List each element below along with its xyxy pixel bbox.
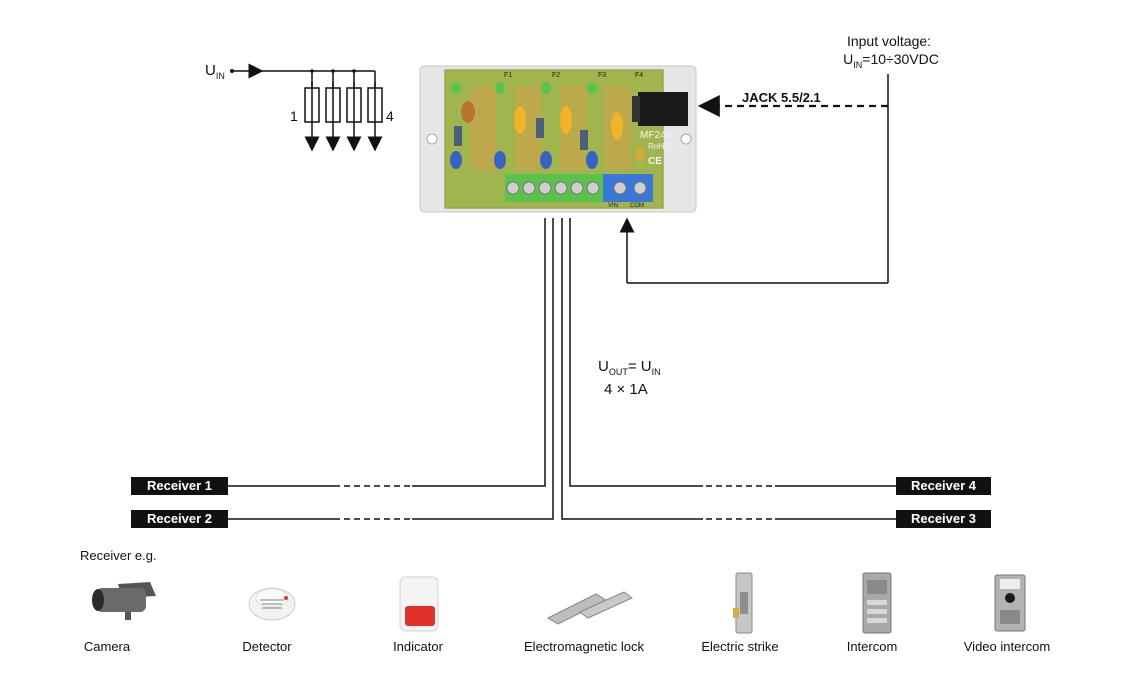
fuse-first-label: 1 <box>290 108 298 124</box>
receiver-3-label: Receiver 3 <box>896 510 991 528</box>
output-voltage-label: UOUT= UIN <box>598 358 661 377</box>
intercom-icon <box>862 572 892 634</box>
fuse-last-label: 4 <box>386 108 394 124</box>
fuse-1 <box>304 71 320 152</box>
receiver-4-label: Receiver 4 <box>896 477 991 495</box>
video-intercom-icon <box>994 574 1026 632</box>
receiver-2-label: Receiver 2 <box>131 510 228 528</box>
pcb-module <box>419 65 697 213</box>
receiver-example-video-intercom: Video intercom <box>963 639 1051 654</box>
receiver-1-label: Receiver 1 <box>131 477 228 495</box>
receiver-examples-title: Receiver e.g. <box>80 548 157 563</box>
receiver-example-electromagnetic-lock: Electromagnetic lock <box>524 639 644 654</box>
output-wiring <box>228 218 896 520</box>
indicator-icon <box>399 576 439 632</box>
detector-icon <box>248 587 296 621</box>
board-fuse-label-3: F3 <box>598 72 607 79</box>
receiver-example-camera: Camera <box>83 639 131 654</box>
electromagnetic-lock-icon <box>546 591 633 625</box>
fuse-schematic <box>230 63 383 152</box>
output-current-label: 4 × 1A <box>604 381 648 398</box>
board-fuse-label-1: F1 <box>504 72 513 79</box>
electric-strike-icon <box>733 572 753 634</box>
board-com-label: COM <box>630 203 644 209</box>
board-fuse-label-4: F4 <box>635 72 644 79</box>
board-vin-label: VIN <box>608 203 619 209</box>
input-voltage-value: UIN=10÷30VDC <box>843 51 939 70</box>
fuse-3 <box>346 71 362 152</box>
board-fuse-label-2: F2 <box>552 72 561 79</box>
receiver-example-intercom: Intercom <box>846 639 898 654</box>
camera-icon <box>92 582 156 620</box>
jack-label: JACK 5.5/2.1 <box>742 90 821 105</box>
board-rohs-label: RoHS <box>648 142 670 151</box>
receiver-example-detector: Detector <box>242 639 292 654</box>
output-wire-breaks <box>340 482 775 523</box>
board-ce-label: CE <box>648 156 662 167</box>
receiver-example-electric-strike: Electric strike <box>701 639 779 654</box>
receiver-example-indicator: Indicator <box>393 639 443 654</box>
fuse-2 <box>325 71 341 152</box>
schematic-input-label: UIN <box>205 62 225 81</box>
board-model-label: MF245 <box>640 130 672 141</box>
fuse-4 <box>367 71 383 152</box>
input-wiring <box>619 74 889 284</box>
input-voltage-title: Input voltage: <box>846 33 932 49</box>
